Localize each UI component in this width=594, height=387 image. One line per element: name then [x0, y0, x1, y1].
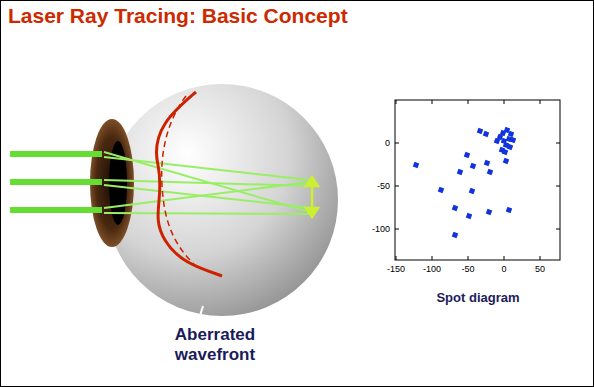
axis-value: 0 [501, 264, 506, 274]
axis-value: -150 [387, 264, 405, 274]
spot-points [413, 127, 516, 238]
axis-value: -50 [377, 181, 390, 191]
slide-title: Laser Ray Tracing: Basic Concept [8, 4, 348, 28]
axis-value: -100 [423, 264, 441, 274]
pointer [198, 306, 203, 322]
axis-value: -50 [461, 264, 474, 274]
aberrated-wavefront [156, 92, 222, 276]
axis-value: -100 [372, 224, 390, 234]
eyeball [106, 84, 338, 316]
blur-arrow [306, 177, 318, 217]
laser-beams [10, 154, 102, 210]
axis-ticks [395, 100, 560, 260]
ideal-wavefront [162, 96, 200, 270]
caption: Aberrated wavefront [155, 325, 275, 365]
refracted-rays [104, 152, 312, 214]
plot-frame [395, 100, 560, 260]
axis-value: 50 [535, 264, 545, 274]
caption: Spot diagram [436, 290, 519, 305]
axis-value: 0 [385, 138, 390, 148]
